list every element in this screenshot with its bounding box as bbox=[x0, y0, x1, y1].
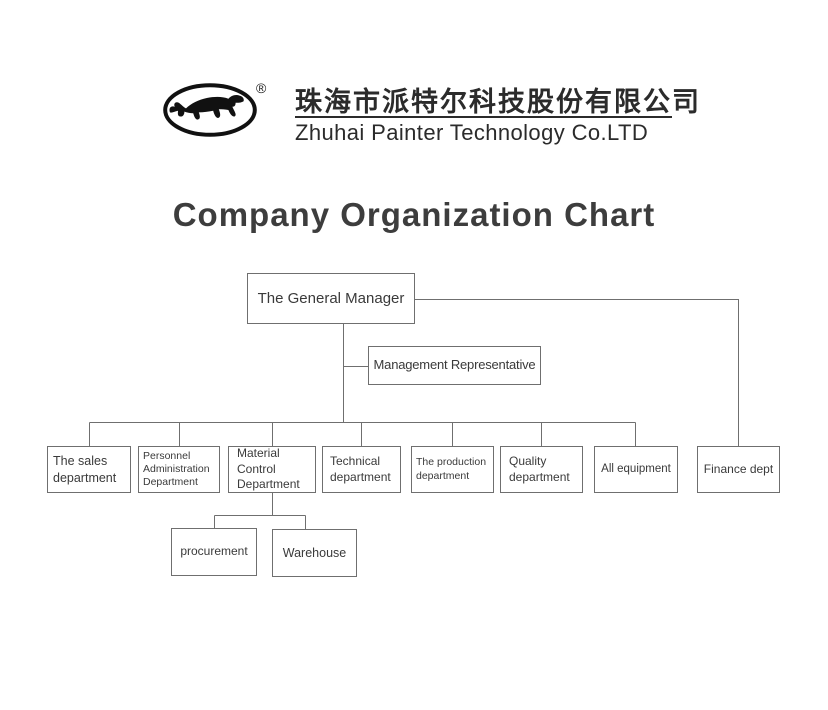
node-technical-department-label: Technical department bbox=[330, 453, 391, 484]
registered-trademark-symbol: ® bbox=[256, 80, 267, 96]
node-management-representative: Management Representative bbox=[368, 346, 541, 385]
node-procurement-label: procurement bbox=[180, 544, 248, 559]
node-material-control-department-label: Material Control Department bbox=[237, 446, 300, 492]
company-name-english: Zhuhai Painter Technology Co.LTD bbox=[295, 120, 649, 145]
node-personnel-administration-department: Personnel Administration Department bbox=[138, 446, 220, 493]
leaping-panther-logo-icon bbox=[163, 83, 257, 137]
node-finance-dept: Finance dept bbox=[697, 446, 780, 493]
node-procurement: procurement bbox=[171, 528, 257, 576]
node-quality-department: Quality department bbox=[500, 446, 583, 493]
node-sales-department-label: The sales department bbox=[53, 454, 117, 485]
node-production-department-label: The production department bbox=[416, 455, 487, 482]
node-personnel-administration-department-label: Personnel Administration Department bbox=[143, 449, 210, 489]
page-title: Company Organization Chart bbox=[172, 196, 656, 233]
node-warehouse: Warehouse bbox=[272, 529, 357, 577]
node-quality-department-label: Quality department bbox=[509, 453, 570, 484]
node-production-department: The production department bbox=[411, 446, 494, 493]
node-management-representative-label: Management Representative bbox=[373, 357, 536, 373]
node-all-equipment-label: All equipment bbox=[601, 463, 671, 476]
node-finance-dept-label: Finance dept bbox=[703, 461, 774, 476]
node-general-manager-label: The General Manager bbox=[257, 289, 405, 307]
node-warehouse-label: Warehouse bbox=[282, 545, 347, 560]
node-technical-department: Technical department bbox=[322, 446, 401, 493]
node-material-control-department: Material Control Department bbox=[228, 446, 316, 493]
header-divider-line bbox=[295, 116, 672, 118]
company-name-chinese: 珠海市派特尔科技股份有限公司 bbox=[295, 87, 701, 117]
node-sales-department: The sales department bbox=[47, 446, 131, 493]
node-all-equipment: All equipment bbox=[594, 446, 678, 493]
node-general-manager: The General Manager bbox=[247, 273, 415, 324]
